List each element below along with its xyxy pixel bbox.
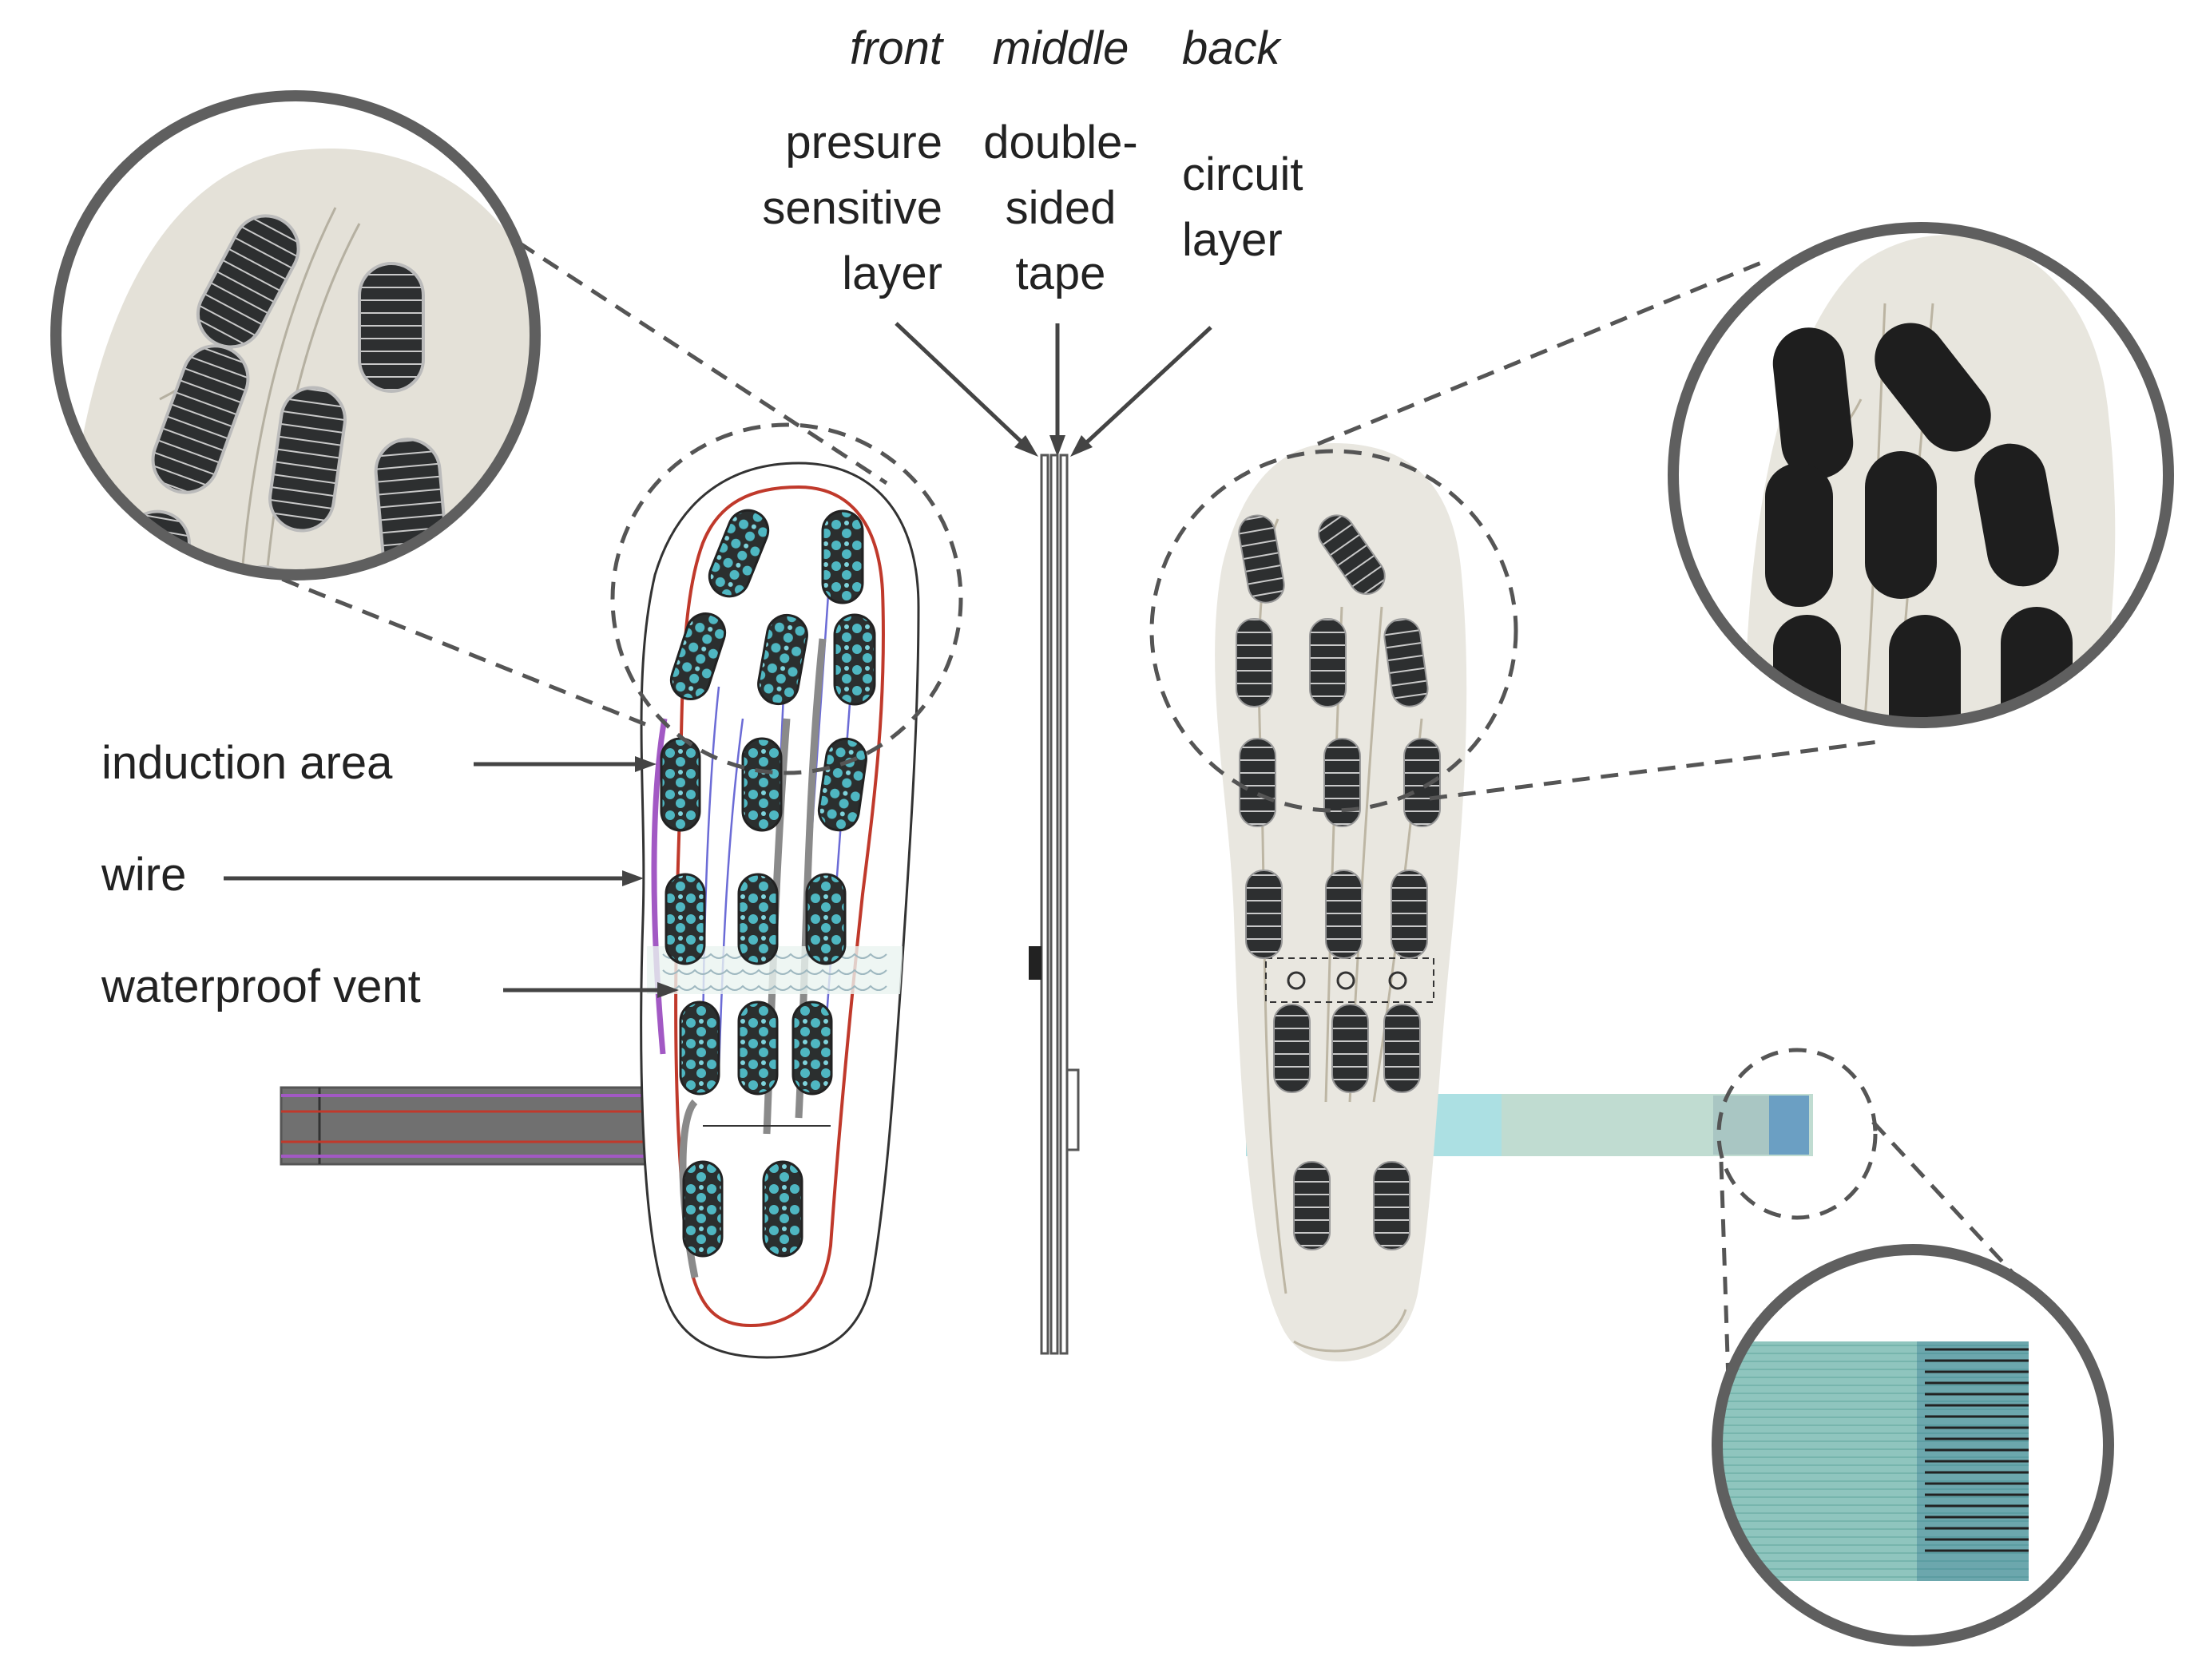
sensor-pad (1331, 1004, 1369, 1093)
sensor-pad (1318, 514, 1386, 596)
sensor-pad (1383, 618, 1429, 707)
callout-waterproof-vent: waterproof vent (101, 961, 421, 1012)
front-layer-line-1: presure (785, 117, 942, 168)
callouts: induction area wire waterproof vent (101, 737, 679, 1012)
vent-holes (1287, 971, 1407, 990)
sensor-pad (1273, 1004, 1311, 1093)
header-front: front (850, 22, 945, 74)
connector-block-icon (1029, 946, 1041, 980)
sensor-pad (665, 873, 706, 965)
sensor-pad (679, 1000, 720, 1096)
middle-layer-line-3: tape (1016, 248, 1106, 299)
middle-layer-line-2: sided (1006, 182, 1117, 234)
sensor-pad (1403, 738, 1441, 827)
middle-layer-line-1: double- (983, 117, 1137, 168)
sensor-pad (1383, 1004, 1421, 1093)
sensor-pad (817, 737, 867, 832)
sensor-pad (762, 1160, 803, 1258)
sensor-pad (833, 613, 876, 706)
sensor-pad (1245, 870, 1283, 959)
magnifier-top-left (50, 90, 888, 727)
right-sensor-pads (1236, 514, 1441, 1250)
sensor-pad (821, 509, 864, 604)
callout-wire: wire (101, 849, 186, 901)
connector-zoom-indicator (1716, 1048, 1878, 1220)
callout-induction-area: induction area (101, 737, 393, 789)
magnifier-top-right (1317, 222, 2174, 801)
sensor-pad (1238, 514, 1285, 604)
sensor-pad (737, 1000, 779, 1096)
sensor-pad (737, 873, 779, 965)
sensor-pad (708, 509, 770, 598)
sensor-pad (1236, 618, 1273, 707)
back-layer-line-2: layer (1182, 214, 1283, 266)
sensor-pad (1391, 870, 1428, 959)
sensor-pad (1309, 618, 1347, 707)
magnifier-bottom-right (1712, 1120, 2114, 1646)
front-layer-line-2: sensitive (762, 182, 942, 234)
sensor-pad (669, 612, 727, 700)
sensor-pad (741, 737, 783, 832)
column-headers: front middle back (850, 22, 1283, 74)
sensor-pad (1325, 870, 1363, 959)
sensor-pad (1293, 1161, 1331, 1250)
sensor-pad (1373, 1161, 1410, 1250)
left-insole-schematic (280, 422, 963, 1359)
sensor-pad (1323, 738, 1361, 827)
layer-labels: presure sensitive layer double- sided ta… (762, 117, 1303, 299)
header-back: back (1182, 22, 1283, 74)
header-middle: middle (993, 22, 1129, 74)
sensor-pad (1239, 738, 1276, 827)
sensor-pad (757, 613, 808, 706)
sensor-pad (791, 1000, 833, 1096)
sensor-pad (682, 1160, 724, 1258)
front-layer-line-3: layer (842, 248, 942, 299)
layer-pointer-arrows (895, 322, 1212, 457)
left-sensor-pads (660, 509, 876, 1258)
layer-cross-section (1029, 454, 1080, 1355)
toe-zoom-indicator-left (610, 422, 963, 775)
back-layer-line-1: circuit (1182, 149, 1303, 200)
connector-contacts (1917, 1341, 2029, 1581)
toe-zoom-indicator-right (1149, 449, 1518, 813)
sensor-pad (805, 873, 847, 965)
sensor-pad (660, 737, 701, 832)
right-insole-photo (1149, 443, 1878, 1361)
